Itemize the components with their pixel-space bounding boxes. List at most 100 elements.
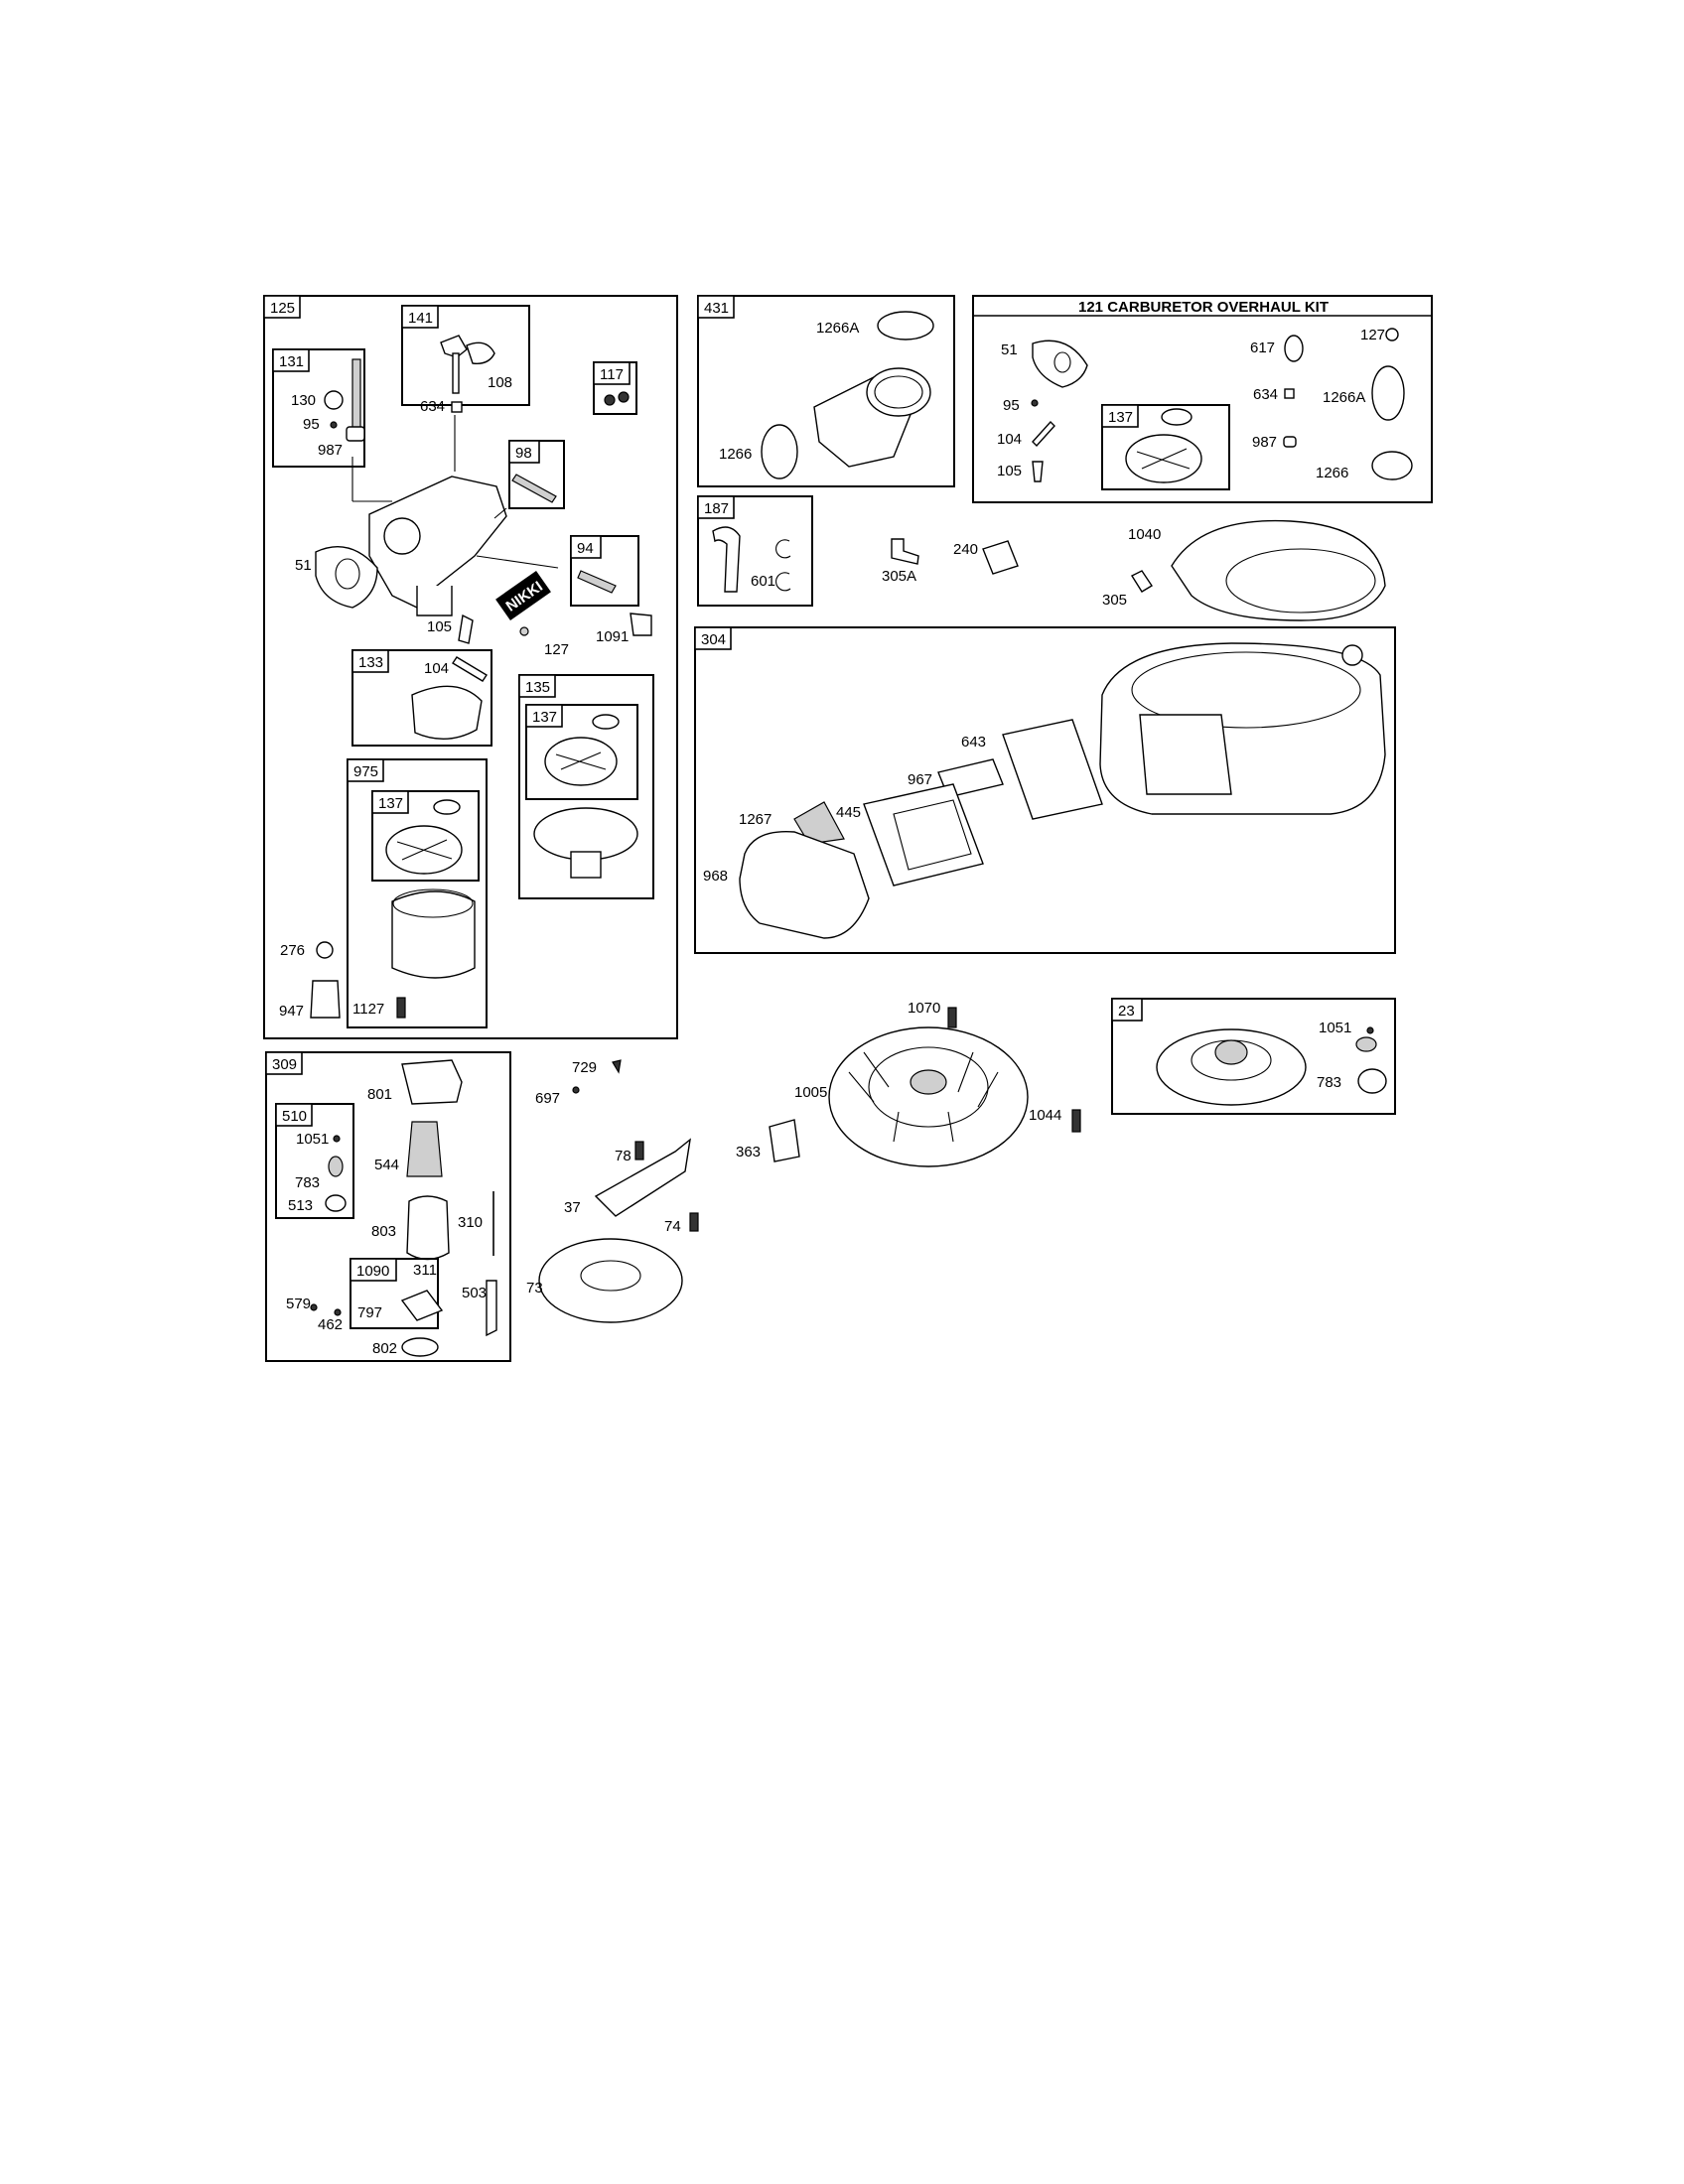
label-1266-kit: 1266 bbox=[1316, 465, 1348, 481]
part-187-tube bbox=[712, 526, 741, 593]
group-431-intake: 431 1266A 1266 bbox=[697, 295, 955, 487]
part-51-gasket bbox=[315, 545, 378, 609]
label-1044: 1044 bbox=[1029, 1107, 1061, 1124]
label-729: 729 bbox=[572, 1059, 597, 1076]
part-968-cover bbox=[739, 830, 870, 939]
box-98-label: 98 bbox=[515, 445, 532, 462]
part-1005-flywheel bbox=[828, 1026, 1029, 1167]
group-187-breather: 187 601 bbox=[697, 495, 813, 607]
label-240: 240 bbox=[953, 541, 978, 558]
part-carburetor-body bbox=[368, 476, 507, 609]
label-513: 513 bbox=[288, 1197, 313, 1214]
label-127-kit: 127 bbox=[1360, 327, 1385, 343]
label-1266A-kit: 1266A bbox=[1323, 389, 1365, 406]
part-130-disc bbox=[324, 390, 344, 410]
part-1040-base bbox=[1171, 519, 1386, 621]
part-276-ring bbox=[316, 941, 334, 959]
part-697 bbox=[572, 1086, 580, 1094]
label-445: 445 bbox=[836, 804, 861, 821]
group-304-housing: 304 643 967 445 1267 968 bbox=[694, 626, 1396, 954]
box-23-label: 23 bbox=[1118, 1003, 1135, 1020]
part-37-baffle bbox=[594, 1138, 691, 1217]
box-117-label: 117 bbox=[600, 366, 624, 383]
part-643-duct bbox=[1002, 719, 1103, 820]
box-309-label: 309 bbox=[272, 1056, 297, 1073]
group-flywheel: 1070 1005 1044 363 bbox=[736, 1000, 1081, 1167]
part-117-a bbox=[604, 394, 616, 406]
label-987-kit: 987 bbox=[1252, 434, 1277, 451]
part-544-armature bbox=[406, 1121, 443, 1177]
box-125-label: 125 bbox=[270, 300, 295, 317]
part-987-kit bbox=[1283, 436, 1297, 448]
box-133-label: 133 bbox=[358, 654, 383, 671]
label-51-kit: 51 bbox=[1001, 341, 1018, 358]
group-23-starter-clutch: 23 1051 783 bbox=[1111, 998, 1396, 1115]
part-127-washer bbox=[519, 626, 529, 636]
label-73: 73 bbox=[526, 1280, 543, 1297]
label-634: 634 bbox=[420, 398, 445, 415]
part-240-valve bbox=[982, 540, 1019, 575]
part-carb-bore bbox=[383, 517, 421, 555]
box-121-title: 121 CARBURETOR OVERHAUL KIT bbox=[1078, 299, 1329, 316]
label-697: 697 bbox=[535, 1090, 560, 1107]
box-131-label: 131 bbox=[279, 353, 304, 370]
label-95: 95 bbox=[303, 416, 320, 433]
label-276: 276 bbox=[280, 942, 305, 959]
part-783-gear bbox=[1357, 1068, 1387, 1094]
part-141-rod bbox=[452, 352, 460, 394]
label-1266A: 1266A bbox=[816, 320, 859, 337]
label-1127: 1127 bbox=[352, 1001, 384, 1018]
part-1266A-kit bbox=[1371, 365, 1405, 421]
part-131-needle bbox=[351, 358, 361, 430]
part-127-kit bbox=[1385, 328, 1399, 341]
nikki-stamp: NIKKI bbox=[495, 571, 551, 620]
part-601-clamp-a bbox=[775, 539, 791, 559]
label-95-kit: 95 bbox=[1003, 397, 1020, 414]
label-108: 108 bbox=[488, 374, 512, 391]
part-51-gasket-kit bbox=[1032, 340, 1088, 388]
part-797-brushes bbox=[400, 1290, 444, 1321]
label-579: 579 bbox=[286, 1296, 311, 1312]
part-117-b bbox=[618, 391, 630, 403]
part-78-screw bbox=[634, 1141, 644, 1160]
label-617: 617 bbox=[1250, 340, 1275, 356]
group-121-overhaul-kit: 121 CARBURETOR OVERHAUL KIT 51 95 104 10… bbox=[972, 295, 1433, 503]
box-137-label-b: 137 bbox=[378, 795, 403, 812]
group-air-cleaner-parts: 305A 240 305 1040 bbox=[882, 519, 1386, 621]
part-1091-solenoid bbox=[630, 613, 652, 636]
box-304-label: 304 bbox=[701, 631, 726, 648]
box-94-label: 94 bbox=[577, 540, 594, 557]
label-311: 311 bbox=[413, 1262, 437, 1279]
label-783-23: 783 bbox=[1317, 1074, 1341, 1091]
label-104: 104 bbox=[424, 660, 449, 677]
part-802-washer bbox=[401, 1337, 439, 1357]
part-105-kit bbox=[1032, 461, 1044, 482]
label-601: 601 bbox=[751, 573, 775, 590]
label-104-kit: 104 bbox=[997, 431, 1022, 448]
part-98-screw bbox=[511, 474, 557, 503]
box-1090-label: 1090 bbox=[356, 1263, 389, 1280]
part-133-float bbox=[411, 685, 483, 741]
label-783-510: 783 bbox=[295, 1174, 320, 1191]
part-1266A-ring-a bbox=[877, 311, 934, 341]
label-1266: 1266 bbox=[719, 446, 752, 463]
label-74: 74 bbox=[664, 1218, 681, 1235]
part-73-backplate bbox=[538, 1238, 683, 1323]
box-135-label: 135 bbox=[525, 679, 550, 696]
label-130: 130 bbox=[291, 392, 316, 409]
part-1051-23 bbox=[1355, 1036, 1377, 1052]
box-187-label: 187 bbox=[704, 500, 729, 517]
label-37: 37 bbox=[564, 1199, 581, 1216]
box-510-label: 510 bbox=[282, 1108, 307, 1125]
label-1051-23: 1051 bbox=[1319, 1020, 1351, 1036]
label-803: 803 bbox=[371, 1223, 396, 1240]
part-74-screw bbox=[689, 1212, 699, 1232]
part-503-strap bbox=[486, 1280, 497, 1337]
label-1070: 1070 bbox=[908, 1000, 940, 1017]
part-105-jet bbox=[458, 614, 474, 644]
box-975-label: 975 bbox=[353, 763, 378, 780]
label-1040: 1040 bbox=[1128, 526, 1161, 543]
part-94-spring bbox=[577, 570, 617, 594]
box-431-label: 431 bbox=[704, 300, 729, 317]
label-797: 797 bbox=[357, 1304, 382, 1321]
